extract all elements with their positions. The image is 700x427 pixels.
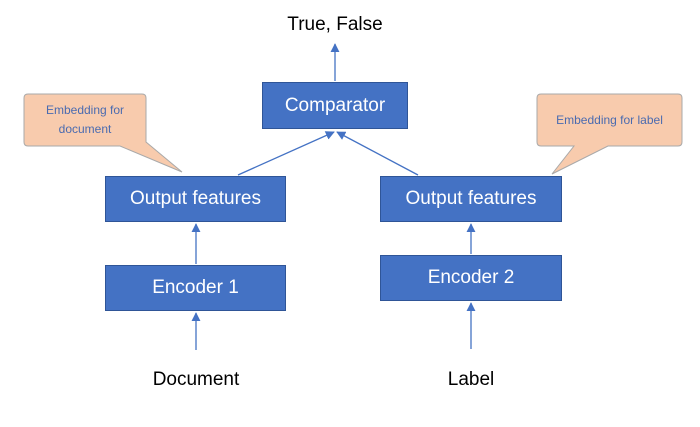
encoder-2-box: Encoder 2 <box>380 255 562 301</box>
callout-right-text: Embedding for label <box>556 112 663 127</box>
right-output-features-box: Output features <box>380 176 562 222</box>
left-output-features-box: Output features <box>105 176 286 222</box>
output-label: True, False <box>287 14 383 35</box>
label-input-label: Label <box>447 369 495 390</box>
arrow-right-features-to-comparator <box>336 131 419 176</box>
document-input-label: Document <box>152 369 240 390</box>
encoder-1-box: Encoder 1 <box>105 265 286 311</box>
callout-left-text: Embedding for document <box>45 103 125 136</box>
callout-right-shape <box>536 93 683 175</box>
arrow-left-features-to-comparator <box>237 131 335 176</box>
callout-left-shape <box>23 93 183 173</box>
comparator-box: Comparator <box>262 82 408 129</box>
